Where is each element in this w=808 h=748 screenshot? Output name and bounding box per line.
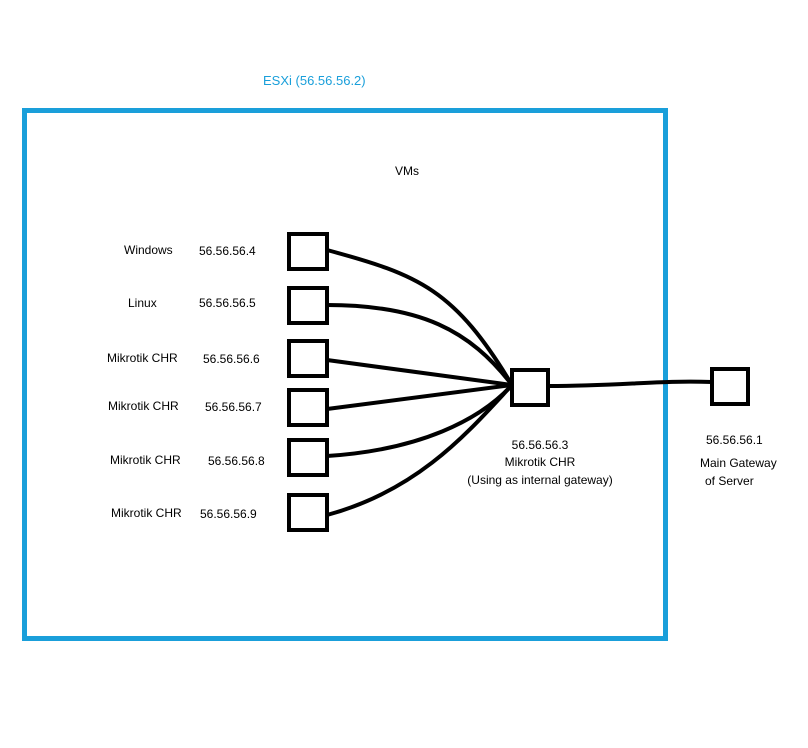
esxi-title: ESXi (56.56.56.2) <box>263 73 366 88</box>
vms-label: VMs <box>395 164 419 178</box>
vm-3-node <box>287 339 329 378</box>
main-gateway-line2: of Server <box>705 474 754 488</box>
link-uplink <box>548 379 713 388</box>
vm-4-ip: 56.56.56.7 <box>205 400 262 414</box>
main-gateway-ip: 56.56.56.1 <box>706 433 763 447</box>
vm-6-name: Mikrotik CHR <box>111 506 182 520</box>
main-gateway-line1: Main Gateway <box>700 456 777 470</box>
vm-4-name: Mikrotik CHR <box>108 399 179 413</box>
vm-1-ip: 56.56.56.4 <box>199 244 256 258</box>
vm-5-name: Mikrotik CHR <box>110 453 181 467</box>
link-vm-1 <box>326 248 514 387</box>
vm-6-ip: 56.56.56.9 <box>200 507 257 521</box>
link-vm-3 <box>326 358 513 387</box>
vm-1-node <box>287 232 329 271</box>
internal-gateway-note: (Using as internal gateway) <box>467 473 613 487</box>
vm-5-node <box>287 438 329 477</box>
vm-1-name: Windows <box>124 243 173 257</box>
vm-6-node <box>287 493 329 532</box>
link-vm-4 <box>326 383 513 411</box>
vm-3-ip: 56.56.56.6 <box>203 352 260 366</box>
vm-5-ip: 56.56.56.8 <box>208 454 265 468</box>
esxi-host-frame <box>22 108 668 641</box>
link-vm-2 <box>326 303 514 387</box>
main-gateway-node <box>710 367 750 406</box>
vm-4-node <box>287 388 329 427</box>
vm-2-name: Linux <box>128 296 157 310</box>
internal-gateway-ip: 56.56.56.3 <box>511 438 569 452</box>
internal-gateway-name: Mikrotik CHR <box>504 455 576 469</box>
vm-2-node <box>287 286 329 325</box>
vm-2-ip: 56.56.56.5 <box>199 296 256 310</box>
internal-gateway-node <box>510 368 550 407</box>
link-vm-6 <box>326 383 514 517</box>
vm-3-name: Mikrotik CHR <box>107 351 178 365</box>
